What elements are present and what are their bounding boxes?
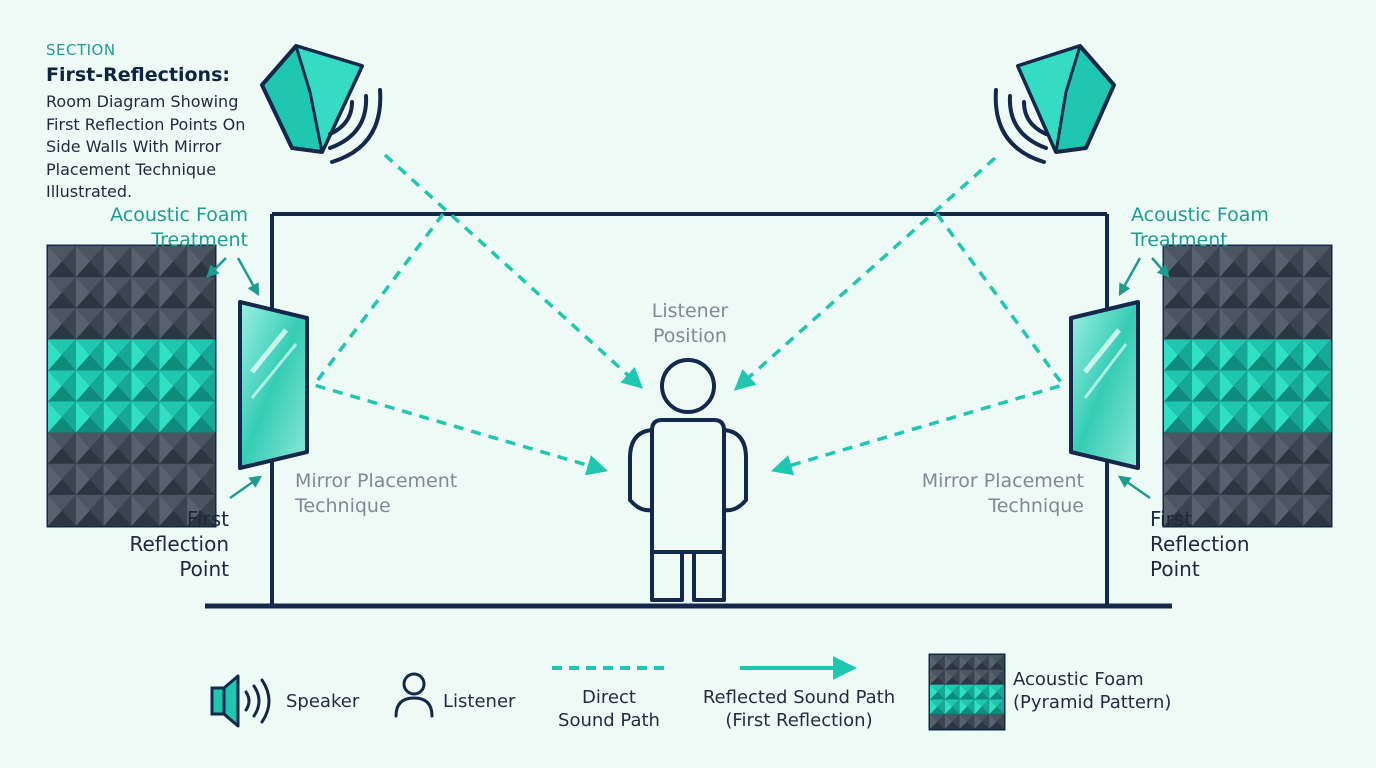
speaker-icon: [993, 44, 1116, 164]
legend-foam-label: Acoustic Foam (Pyramid Pattern): [1013, 669, 1172, 713]
label-arrows: [206, 257, 1170, 500]
page-description: Room Diagram Showing First Reflection Po…: [46, 92, 246, 201]
legend-reflected-label: Reflected Sound Path (First Reflection): [702, 687, 896, 731]
mirror-icon: [238, 300, 309, 470]
legend-speaker-icon: [210, 674, 271, 728]
legend-listener-label: Listener: [443, 691, 516, 712]
speaker-icon: [260, 44, 383, 164]
mirror-label-right: Mirror Placement Technique: [921, 470, 1084, 517]
foam-label-left: Acoustic Foam Treatment: [110, 204, 248, 251]
first-reflection-label-left: First Reflection Point: [129, 507, 229, 581]
page-title: First-Reflections:: [46, 64, 230, 86]
mirror-label-left: Mirror Placement Technique: [295, 470, 458, 517]
reflected-sound-paths: [311, 212, 1066, 476]
acoustic-foam-panel-icon: [46, 244, 217, 528]
section-label: SECTION: [46, 41, 116, 59]
first-reflection-label-right: First Reflection Point: [1150, 507, 1250, 581]
listener-position-label: Listener Position: [651, 300, 729, 347]
legend-acoustic-foam-icon: [928, 653, 1006, 731]
legend-direct-label: Direct Sound Path: [558, 687, 660, 731]
direct-sound-paths: [383, 153, 997, 391]
legend-speaker-label: Speaker: [286, 691, 360, 712]
mirror-icon: [1069, 300, 1140, 470]
acoustic-foam-panel-icon: [1162, 244, 1333, 528]
foam-label-right: Acoustic Foam Treatment: [1131, 204, 1269, 251]
listener-figure: [628, 358, 748, 602]
legend-person-icon: [394, 672, 434, 718]
